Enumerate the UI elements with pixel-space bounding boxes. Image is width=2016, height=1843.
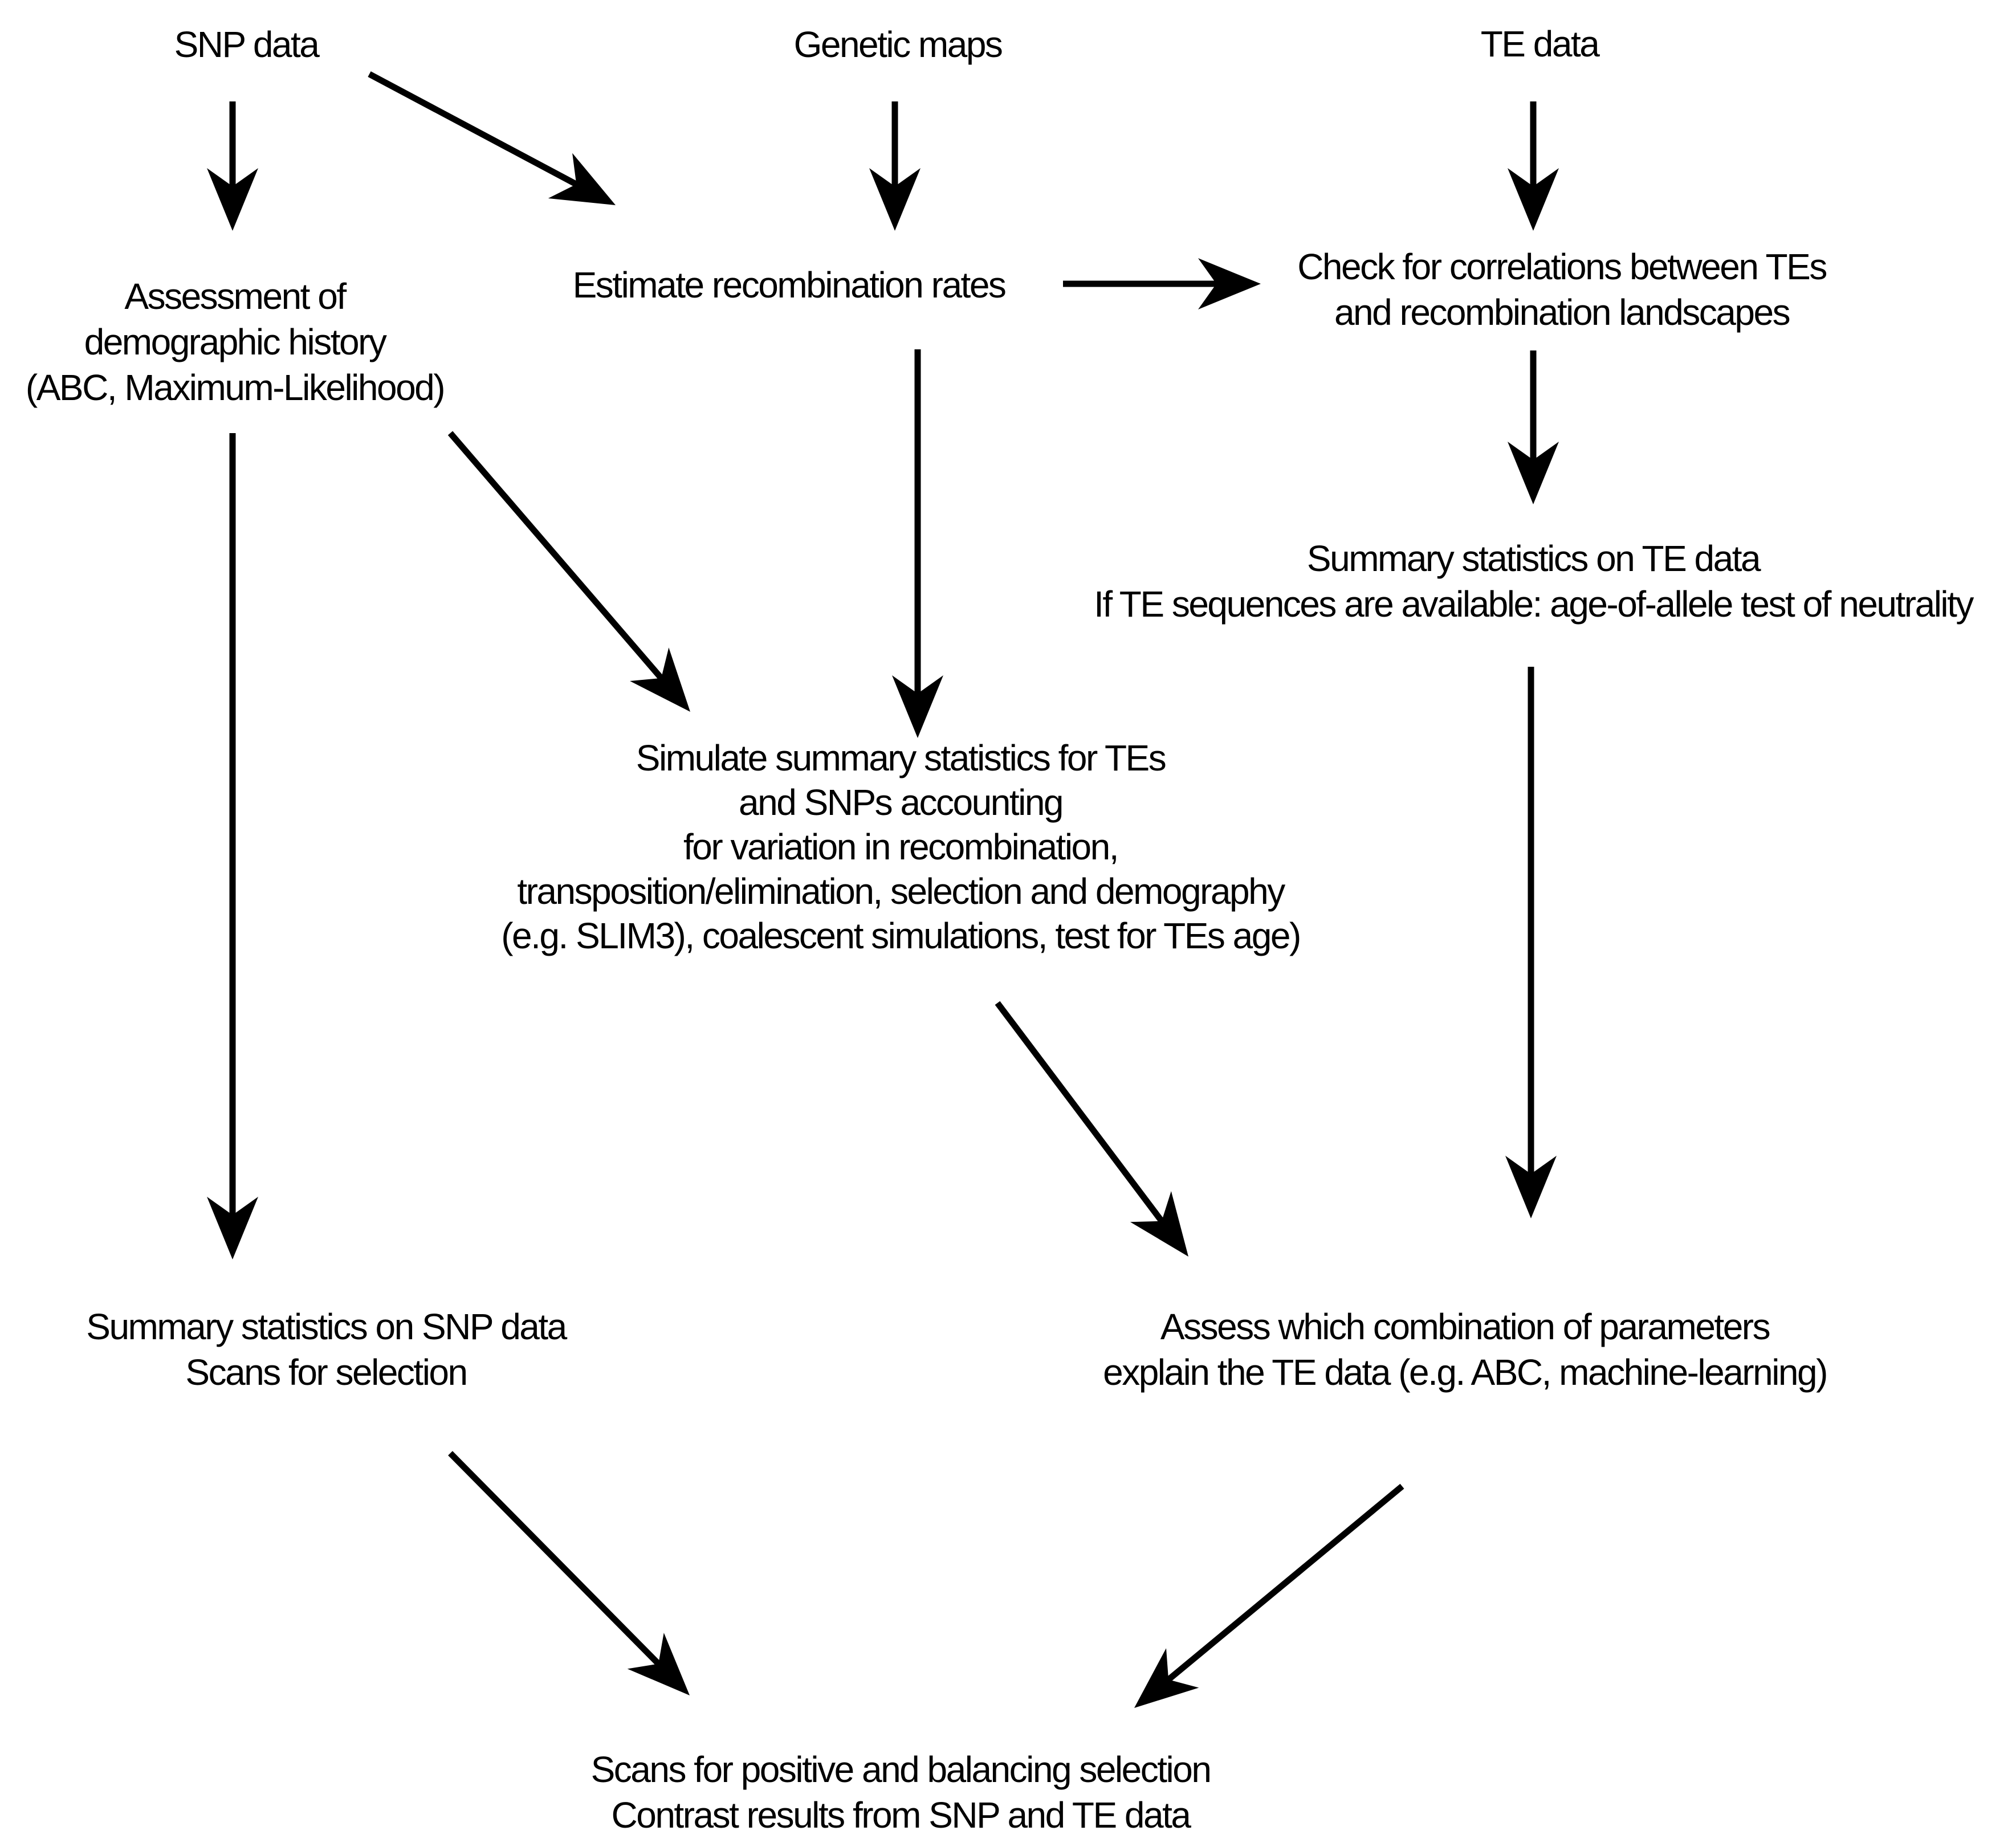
arrowhead-icon xyxy=(1134,1648,1199,1708)
node-check-correlations: Check for correlations between TEs and r… xyxy=(1297,246,1827,333)
arrowhead-icon xyxy=(1508,442,1559,504)
arrowhead-icon xyxy=(1508,168,1559,231)
arrow-snp-data-to-estimate xyxy=(368,71,616,205)
arrow-assess-parameters-to-scans-selection xyxy=(1134,1483,1404,1708)
arrow-simulate-to-assess-parameters xyxy=(995,1001,1188,1257)
arrow-assessment-to-simulate xyxy=(447,431,690,712)
arrow-check-to-summary-te xyxy=(1508,350,1559,504)
arrow-summary-snp-to-scans-selection xyxy=(448,1451,690,1695)
node-te-data: TE data xyxy=(1480,23,1600,64)
arrowhead-icon xyxy=(892,675,943,738)
arrow-estimate-to-check xyxy=(1063,258,1261,309)
arrow-te-data-to-check xyxy=(1508,101,1559,231)
node-summary-statistics-te: Summary statistics on TE data If TE sequ… xyxy=(1094,538,1974,625)
arrowhead-icon xyxy=(1130,1191,1188,1257)
arrow-estimate-to-simulate xyxy=(892,349,943,738)
arrowhead-icon xyxy=(627,1633,690,1695)
arrowhead-icon xyxy=(1505,1156,1557,1218)
node-estimate-recombination-rates: Estimate recombination rates xyxy=(572,264,1007,305)
node-genetic-maps: Genetic maps xyxy=(793,24,1003,65)
node-assessment-demographic-history: Assessment of demographic history (ABC, … xyxy=(25,276,446,408)
node-scans-positive-balancing-selection: Scans for positive and balancing selecti… xyxy=(590,1749,1212,1836)
node-snp-data: SNP data xyxy=(174,24,320,65)
arrow-snp-data-to-assessment xyxy=(207,101,258,231)
arrowhead-icon xyxy=(869,168,921,231)
arrow-genetic-maps-to-estimate xyxy=(869,101,921,231)
arrowhead-icon xyxy=(207,1197,258,1259)
arrowhead-icon xyxy=(1198,258,1261,309)
arrow-summary-te-to-assess-parameters xyxy=(1505,667,1557,1218)
node-simulate-summary-statistics: Simulate summary statistics for TEs and … xyxy=(501,737,1301,956)
arrowhead-icon xyxy=(548,153,616,205)
arrowhead-icon xyxy=(630,647,690,712)
node-assess-parameters: Assess which combination of parameters e… xyxy=(1103,1306,1828,1393)
arrowhead-icon xyxy=(207,168,258,231)
arrow-assessment-to-summary-snp xyxy=(207,433,258,1259)
node-summary-statistics-snp: Summary statistics on SNP data Scans for… xyxy=(86,1306,567,1393)
